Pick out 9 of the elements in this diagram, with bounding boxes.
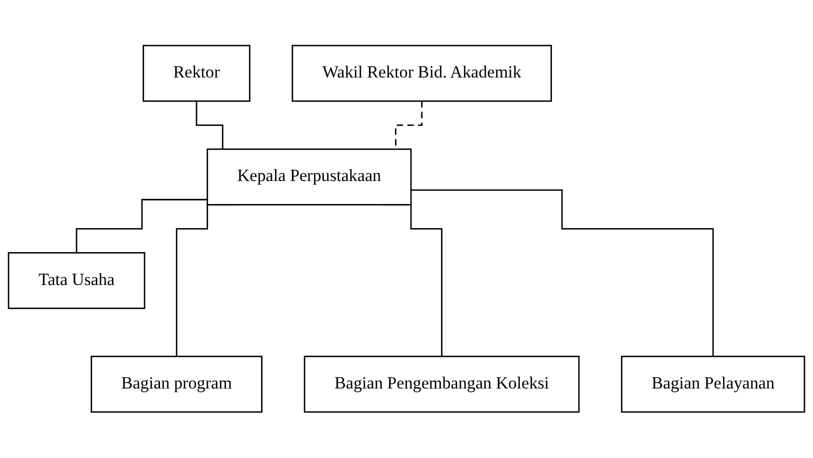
node-box: Wakil Rektor Bid. Akademik (292, 45, 552, 102)
node-box: Bagian Pengembangan Koleksi (304, 356, 580, 413)
node-box: Bagian program (90, 356, 262, 413)
node-box: Bagian Pelayanan (620, 356, 806, 413)
node-box: Tata Usaha (8, 252, 146, 310)
connector (76, 199, 208, 254)
connector (411, 190, 714, 358)
node-box: Rektor (142, 45, 250, 102)
node-box: Kepala Perpustakaan (206, 148, 412, 206)
